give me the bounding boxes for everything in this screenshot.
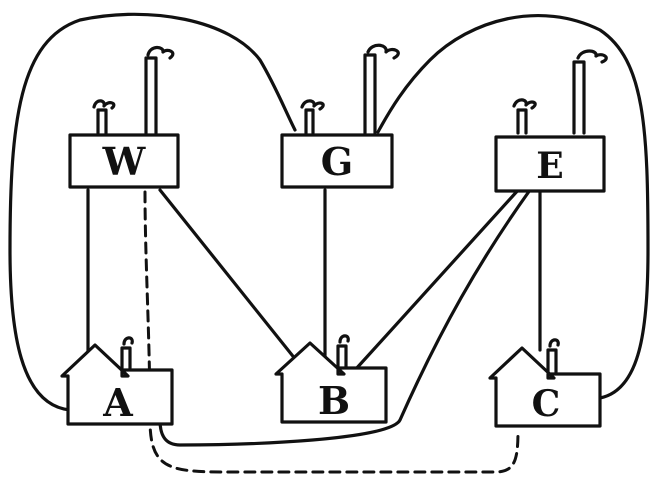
smoke-icon bbox=[512, 98, 537, 110]
house-label-B: B bbox=[318, 378, 350, 423]
chimney-small-icon bbox=[304, 108, 315, 135]
smoke-icon bbox=[338, 334, 350, 344]
chimney-icon bbox=[336, 344, 348, 370]
edge-A-G-outer bbox=[8, 12, 297, 412]
factory-E: E bbox=[494, 49, 608, 193]
chimney-small-icon bbox=[96, 108, 108, 135]
factory-label-W: W bbox=[102, 139, 147, 184]
edge-W-B bbox=[158, 188, 302, 367]
factory-building bbox=[68, 133, 180, 189]
smoke-icon bbox=[146, 45, 175, 60]
chimney-small-icon bbox=[516, 108, 528, 135]
chimney-icon bbox=[546, 348, 558, 374]
chimney-tall-icon bbox=[144, 56, 158, 135]
house-building bbox=[488, 346, 602, 428]
chimney-tall-icon bbox=[363, 53, 377, 135]
factory-label-E: E bbox=[536, 145, 563, 187]
smoke-icon bbox=[576, 49, 608, 64]
chimney-icon bbox=[120, 346, 132, 370]
edge-E-C-via-B bbox=[158, 188, 532, 447]
smoke-icon bbox=[92, 99, 116, 110]
smoke-icon bbox=[366, 43, 400, 60]
factory-G: G bbox=[280, 43, 400, 189]
house-B: B bbox=[274, 334, 388, 424]
house-label-C: C bbox=[532, 383, 561, 425]
factory-building bbox=[280, 133, 394, 189]
factory-W: W bbox=[68, 45, 180, 189]
house-building bbox=[274, 341, 388, 424]
smoke-icon bbox=[548, 338, 560, 348]
chimney-tall-icon bbox=[572, 60, 586, 135]
house-C: C bbox=[488, 338, 602, 428]
house-label-A: A bbox=[102, 380, 133, 425]
factory-label-G: G bbox=[321, 139, 353, 184]
smoke-icon bbox=[300, 99, 325, 111]
factory-building bbox=[494, 135, 606, 193]
edge-E-B bbox=[353, 186, 522, 372]
edge-W-C-dashed bbox=[143, 190, 520, 474]
edge-C-G-outer bbox=[376, 13, 650, 400]
house-A: A bbox=[60, 336, 174, 426]
house-building bbox=[60, 343, 174, 426]
smoke-icon bbox=[122, 336, 134, 346]
